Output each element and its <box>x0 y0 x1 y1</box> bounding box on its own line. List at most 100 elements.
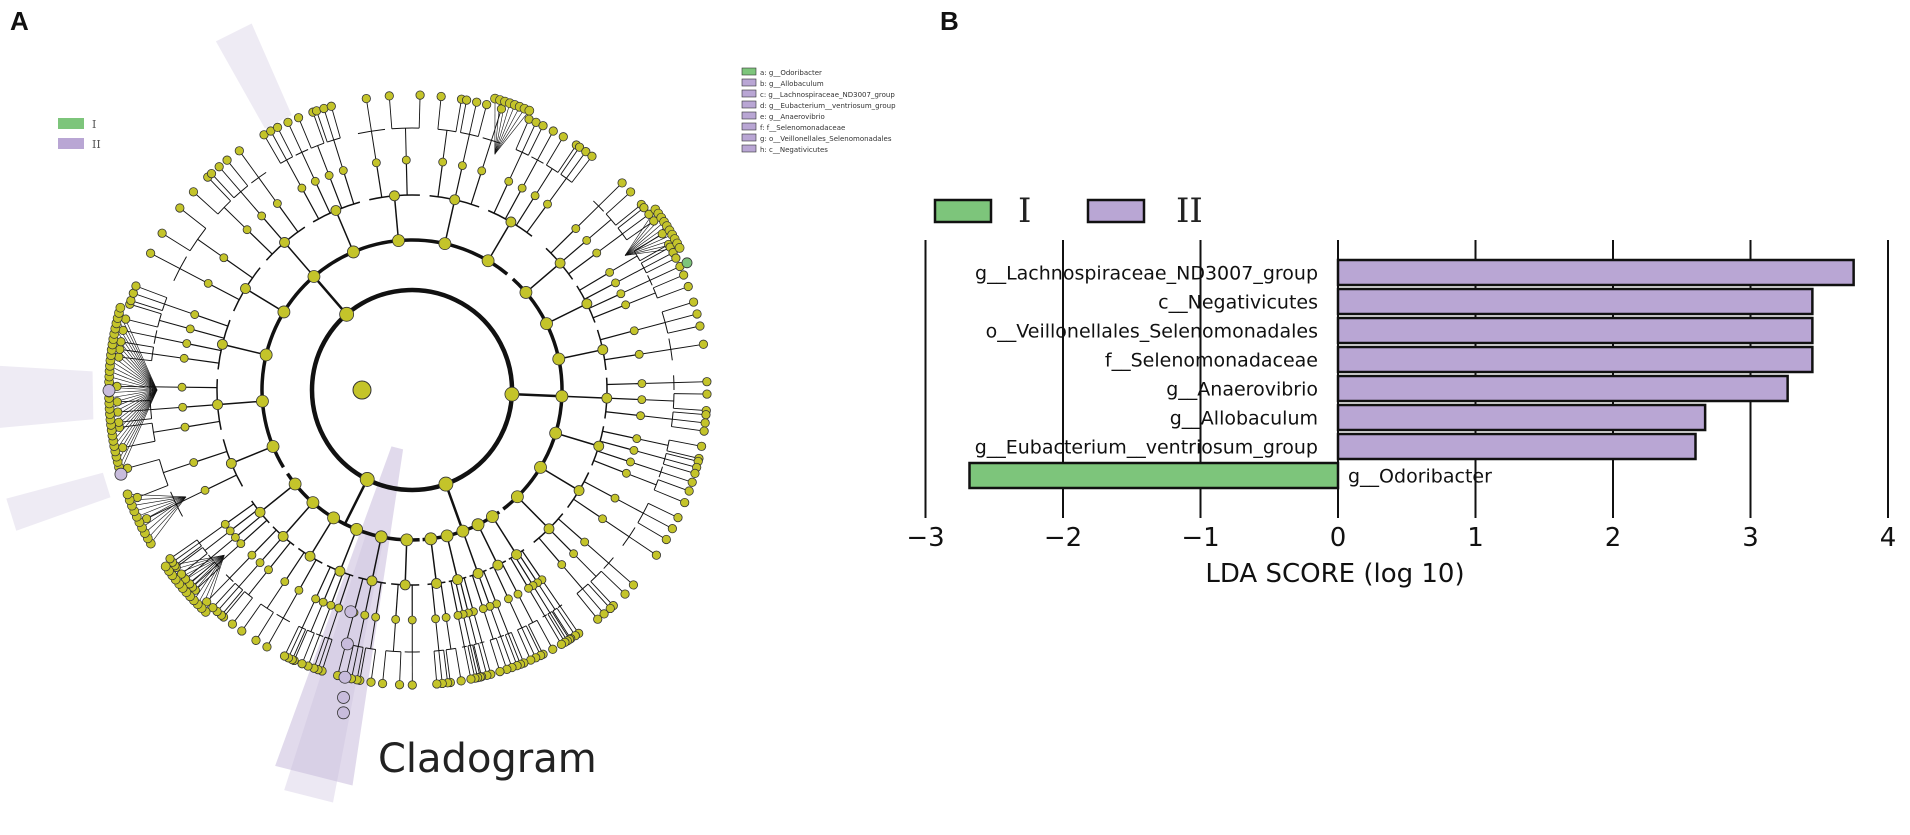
branch <box>537 582 556 610</box>
branch <box>153 426 186 433</box>
branch <box>298 117 312 149</box>
leaf-fan <box>118 312 158 391</box>
tree-node <box>636 411 645 421</box>
tree-node <box>478 604 488 614</box>
branch <box>571 155 593 183</box>
tree-node <box>486 510 499 524</box>
branch <box>223 207 248 231</box>
branch <box>120 341 154 348</box>
tree-node <box>511 549 522 561</box>
leaf-fan <box>494 108 525 155</box>
tree-node <box>407 680 417 690</box>
branch <box>507 633 521 665</box>
tree-node <box>581 147 591 157</box>
branch <box>514 555 534 586</box>
branch <box>515 195 536 226</box>
key-swatch <box>741 78 757 87</box>
branch <box>491 516 518 556</box>
leaf-fan <box>624 221 665 256</box>
branch <box>575 205 599 229</box>
tree-node <box>661 534 671 545</box>
tree-node <box>621 468 631 478</box>
tree-node <box>306 496 320 510</box>
branch <box>495 637 508 670</box>
branch <box>582 588 605 615</box>
x-tick-label: 2 <box>1605 523 1622 553</box>
branch <box>481 642 492 675</box>
branch <box>221 589 244 616</box>
branch <box>544 615 562 645</box>
tree-node <box>580 537 590 547</box>
branch <box>628 536 657 556</box>
bar-label: g__Eubacterium__ventriosum_group <box>975 437 1318 459</box>
branch <box>150 252 181 269</box>
branch <box>364 580 373 616</box>
branch <box>255 612 274 641</box>
tree-node <box>556 639 567 649</box>
branch <box>586 219 612 241</box>
tree-node <box>644 209 654 219</box>
branch <box>573 498 603 520</box>
tree-node <box>557 560 567 569</box>
branch <box>517 629 532 661</box>
branch <box>583 481 616 499</box>
tree-node <box>495 666 505 677</box>
tree-node <box>598 514 607 524</box>
branch <box>268 542 291 571</box>
branch <box>478 643 488 676</box>
branch <box>330 572 344 606</box>
branch <box>593 460 627 474</box>
branch <box>551 611 570 640</box>
tree-node <box>334 565 346 577</box>
branch <box>370 649 377 683</box>
tree-node <box>202 597 212 607</box>
clade-highlights <box>0 23 404 803</box>
tree-node <box>441 613 451 622</box>
tree-node <box>549 426 563 440</box>
tree-node <box>621 300 631 310</box>
tree-node <box>231 532 240 542</box>
tree-node <box>472 97 482 107</box>
branch <box>437 96 442 130</box>
branch <box>515 119 530 150</box>
branch <box>298 559 317 591</box>
branch <box>517 553 539 584</box>
branch <box>547 613 566 643</box>
branch <box>184 357 219 364</box>
branch <box>584 282 616 300</box>
leaf-fan <box>150 496 187 544</box>
branch <box>450 580 459 616</box>
tree-node <box>254 506 266 518</box>
tree-node <box>667 524 677 534</box>
tree-node <box>177 382 187 392</box>
key-label: f: f__Selenomonadaceae <box>760 124 845 132</box>
branch <box>666 453 699 462</box>
tree-node <box>234 146 244 156</box>
tree-node <box>415 90 425 100</box>
tree-node <box>431 578 442 589</box>
branch <box>293 630 308 661</box>
tree-node <box>569 549 578 559</box>
tree-node <box>294 585 304 595</box>
tree-node <box>225 458 237 469</box>
branch <box>673 407 707 412</box>
tree-node <box>407 615 417 625</box>
branch <box>204 530 231 551</box>
tree-node <box>251 635 261 645</box>
tree-node <box>431 614 440 624</box>
branch <box>193 450 228 464</box>
branch <box>454 579 464 615</box>
leaf-fan <box>109 389 158 399</box>
branch <box>643 252 674 269</box>
leaf-fan <box>120 389 158 473</box>
branch <box>521 550 543 581</box>
tree-node <box>698 339 709 349</box>
branch <box>558 348 603 360</box>
tree-node <box>440 529 454 543</box>
tree-node <box>371 158 381 168</box>
branch <box>135 285 167 299</box>
tree-node <box>318 597 328 607</box>
branch <box>470 170 483 205</box>
tree-node <box>552 352 566 366</box>
tree-node <box>339 306 355 322</box>
